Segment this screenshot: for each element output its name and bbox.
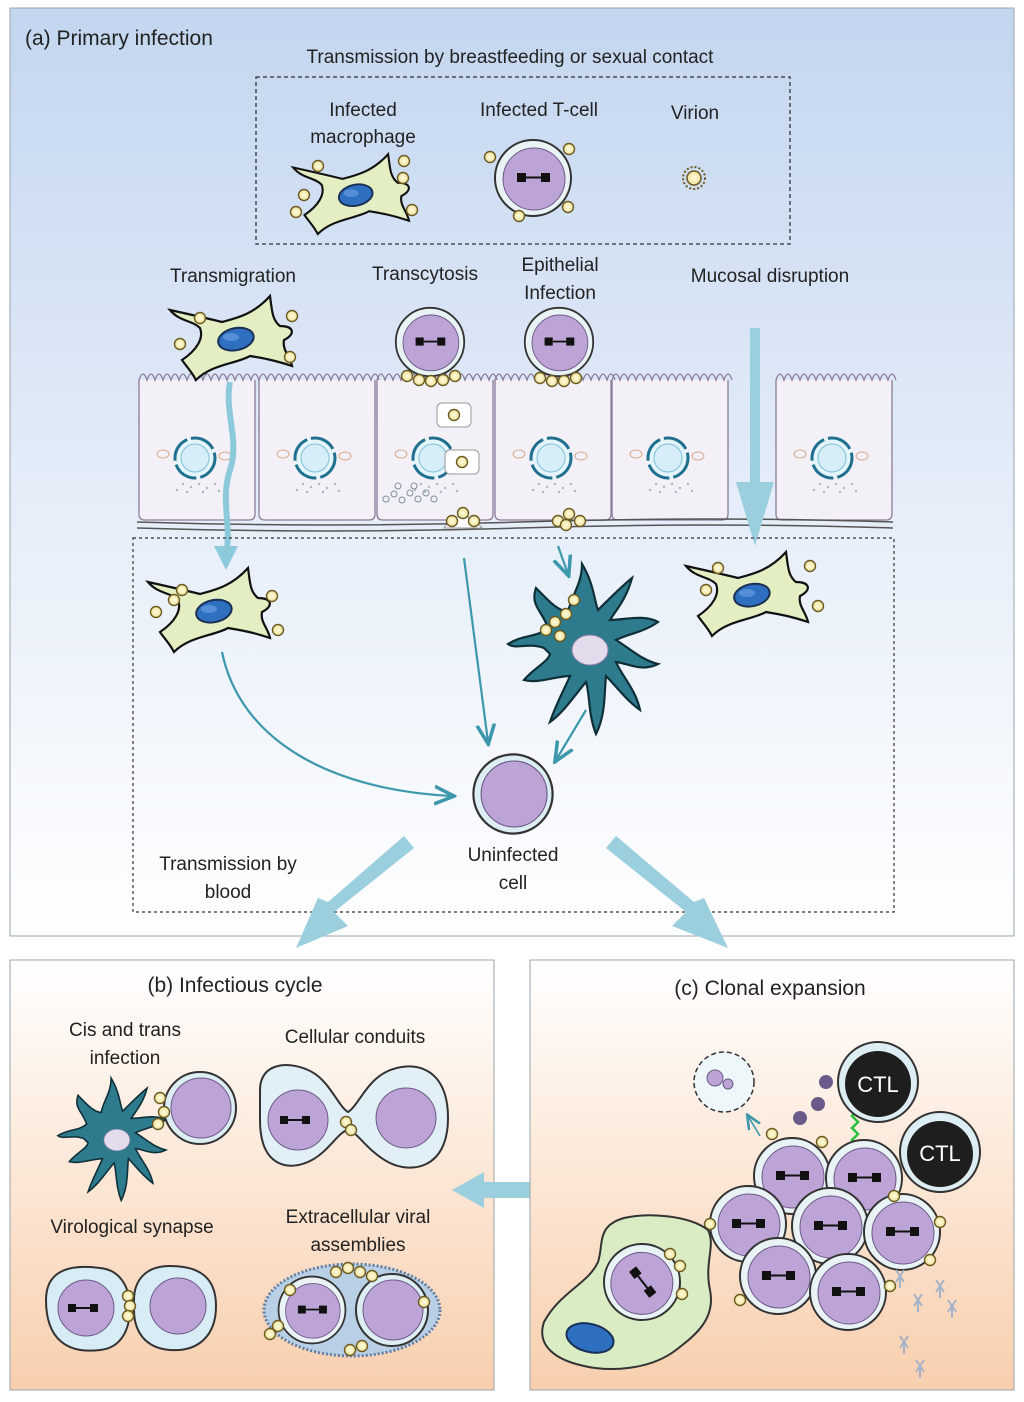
ctl-cell-1 xyxy=(837,1041,919,1123)
synapse-label: Virological synapse xyxy=(50,1217,213,1238)
route-transcytosis-label: Transcytosis xyxy=(372,264,478,285)
branch-arrows xyxy=(296,836,728,948)
route-mucosal-label: Mucosal disruption xyxy=(691,266,849,287)
mucosal-disruption-arrow xyxy=(736,328,774,546)
uninfected-cell xyxy=(472,753,554,835)
route-epithelial-label-2: Infection xyxy=(524,283,596,304)
legend-tcell-label: Infected T-cell xyxy=(480,100,598,121)
antibodies xyxy=(895,1269,957,1378)
ctl-label-2: CTL xyxy=(919,1141,961,1166)
uninfected-label-1: Uninfected xyxy=(468,845,559,866)
infection-arrows xyxy=(220,545,587,796)
legend-virion-label: Virion xyxy=(671,103,719,124)
transcytosis-tcell xyxy=(394,306,466,388)
route-transmigration-label: Transmigration xyxy=(170,266,296,287)
conduits-label: Cellular conduits xyxy=(285,1027,425,1048)
assemblies-label-1: Extracellular viral xyxy=(286,1207,431,1228)
panel-b-title: (b) Infectious cycle xyxy=(147,974,322,997)
panel-c-title: (c) Clonal expansion xyxy=(674,977,865,1000)
route-epithelial-label-1: Epithelial xyxy=(521,255,598,276)
blood-label-2: blood xyxy=(205,882,252,903)
legend-macrophage-label-2: macrophage xyxy=(310,127,416,148)
apoptosis-arrow xyxy=(748,1116,760,1137)
ctl-label-1: CTL xyxy=(857,1072,899,1097)
panel-a-title: (a) Primary infection xyxy=(25,27,213,50)
virological-synapse-illustration xyxy=(44,1264,218,1352)
tcr-engagement-icon xyxy=(850,1109,860,1147)
legend-macrophage-label-1: Infected xyxy=(329,100,397,121)
blood-compartment-box xyxy=(132,537,895,913)
blood-label-1: Transmission by xyxy=(159,854,297,875)
transmigration-path xyxy=(222,381,237,557)
epithelium-layer xyxy=(136,372,898,532)
extracellular-assemblies-illustration xyxy=(262,1261,442,1358)
ctl-cell-2 xyxy=(899,1111,981,1193)
legend-virion-icon xyxy=(682,166,706,190)
assemblies-label-2: assemblies xyxy=(310,1235,405,1256)
cellular-conduits-illustration xyxy=(259,1064,450,1169)
granules xyxy=(793,1075,833,1125)
apc-with-infected-tcell xyxy=(541,1214,713,1370)
cis-trans-label-2: infection xyxy=(90,1048,161,1069)
legend-box xyxy=(255,76,791,245)
apoptotic-body xyxy=(693,1051,755,1113)
transmission-heading: Transmission by breastfeeding or sexual … xyxy=(307,47,715,68)
transmigration-arrowhead xyxy=(214,546,238,570)
uninfected-label-2: cell xyxy=(499,873,528,894)
cis-trans-label-1: Cis and trans xyxy=(69,1020,181,1041)
